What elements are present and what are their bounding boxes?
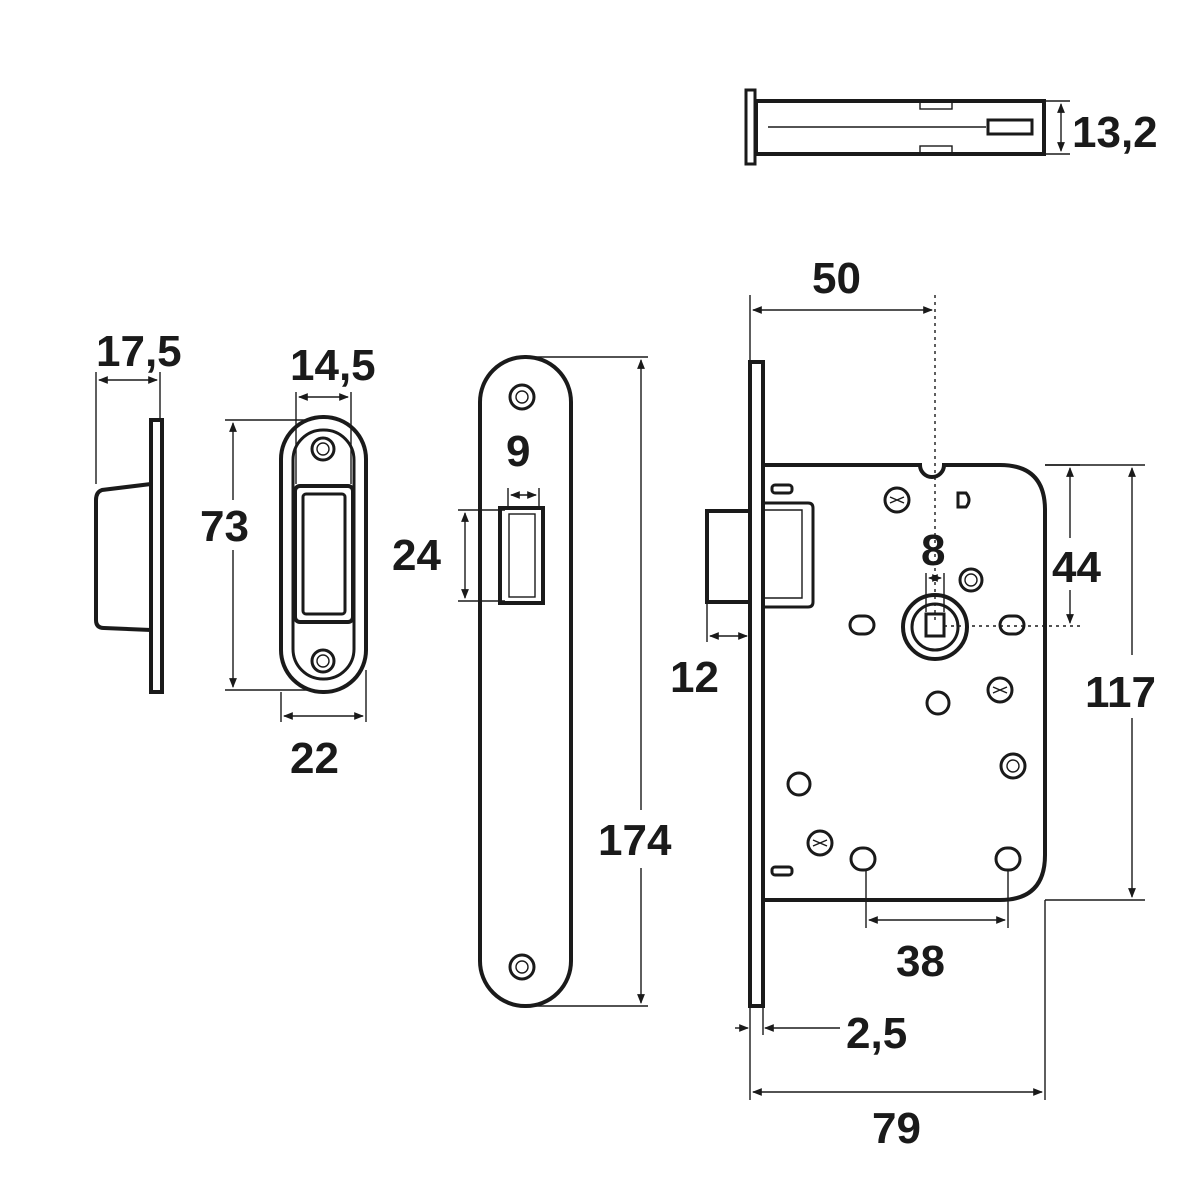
strike-opening-inner [301,492,347,616]
follower-hub-outer [901,593,969,661]
dim-label-2-5: 2,5 [846,1009,907,1058]
strike-screw-hole-top [310,436,336,462]
dim-label-50: 50 [812,254,861,303]
strike-plate-side-view: 17,5 [94,327,182,694]
strike-screw-hole-bottom-inner [316,654,330,668]
stud-hole-left [786,771,812,797]
dim-label-174: 174 [598,816,672,865]
forend-screw-bottom-inner [515,960,529,974]
fixing-hole-bottom-right [994,846,1022,872]
dim-label-13-2: 13,2 [1072,108,1158,157]
dim-label-117: 117 [1085,668,1156,717]
fixing-hole-bottom-left [849,846,877,872]
dim-label-24: 24 [392,531,441,580]
spindle-flange [744,88,757,166]
strike-opening-outer [293,484,355,624]
strike-screw-hole-bottom [310,648,336,674]
rest-marker-icon [956,491,971,509]
case-slot-bottom [770,865,794,877]
spindle-body [754,99,1046,156]
forend-screw-top [508,383,536,411]
strike-plate-front-view: 14,5 73 22 [200,341,376,783]
stud-hole-middle [925,690,951,716]
stud-hole-right [999,752,1027,780]
stud-hole-right-inner [1006,759,1020,773]
latch-bolt [705,509,752,604]
strike-side-box [94,482,152,632]
dim-label-14-5: 14,5 [290,341,376,390]
forend-screw-bottom [508,953,536,981]
forend-latch-opening [498,506,545,605]
follower-square [924,612,946,638]
dim-label-17-5: 17,5 [96,327,182,376]
rivet-top-cross [889,496,905,504]
fixing-hole-left [848,614,876,636]
rivet-bottom [806,829,834,857]
rivet-bottom-cross [812,839,828,847]
dim-label-22: 22 [290,734,339,783]
dim-label-9: 9 [506,427,530,476]
forend-plate: 9 24 174 [392,355,672,1008]
rivet-middle [986,676,1014,704]
forend-latch-inner [508,513,536,598]
spindle-side-view: 13,2 [744,88,1158,166]
stud-hole-upper-inner [964,573,978,587]
latch-housing [763,501,815,609]
lock-faceplate [748,360,765,1008]
rivet-middle-cross [992,686,1008,694]
dim-label-8: 8 [921,526,945,575]
strike-plate-outer [279,415,368,694]
latch-housing-inner [763,509,803,599]
spindle-notch-top [919,100,953,110]
dim-label-73: 73 [200,502,249,551]
forend-screw-top-inner [515,390,529,404]
dim-label-12: 12 [670,653,719,702]
dim-label-38: 38 [896,937,945,986]
fixing-hole-right [998,614,1026,636]
lock-case-body [763,463,1047,902]
forend-outer [478,355,573,1008]
dim-label-44: 44 [1052,543,1101,592]
stud-hole-upper [958,567,984,593]
spindle-slot [986,118,1034,136]
lock-case-front-view: 50 8 44 117 12 38 2,5 [670,254,1156,1153]
case-slot-top [770,483,794,495]
strike-screw-hole-top-inner [316,442,330,456]
spindle-notch-bottom [919,145,953,155]
rivet-top [883,486,911,514]
strike-side-plate [149,418,164,694]
dim-label-79: 79 [872,1104,921,1153]
